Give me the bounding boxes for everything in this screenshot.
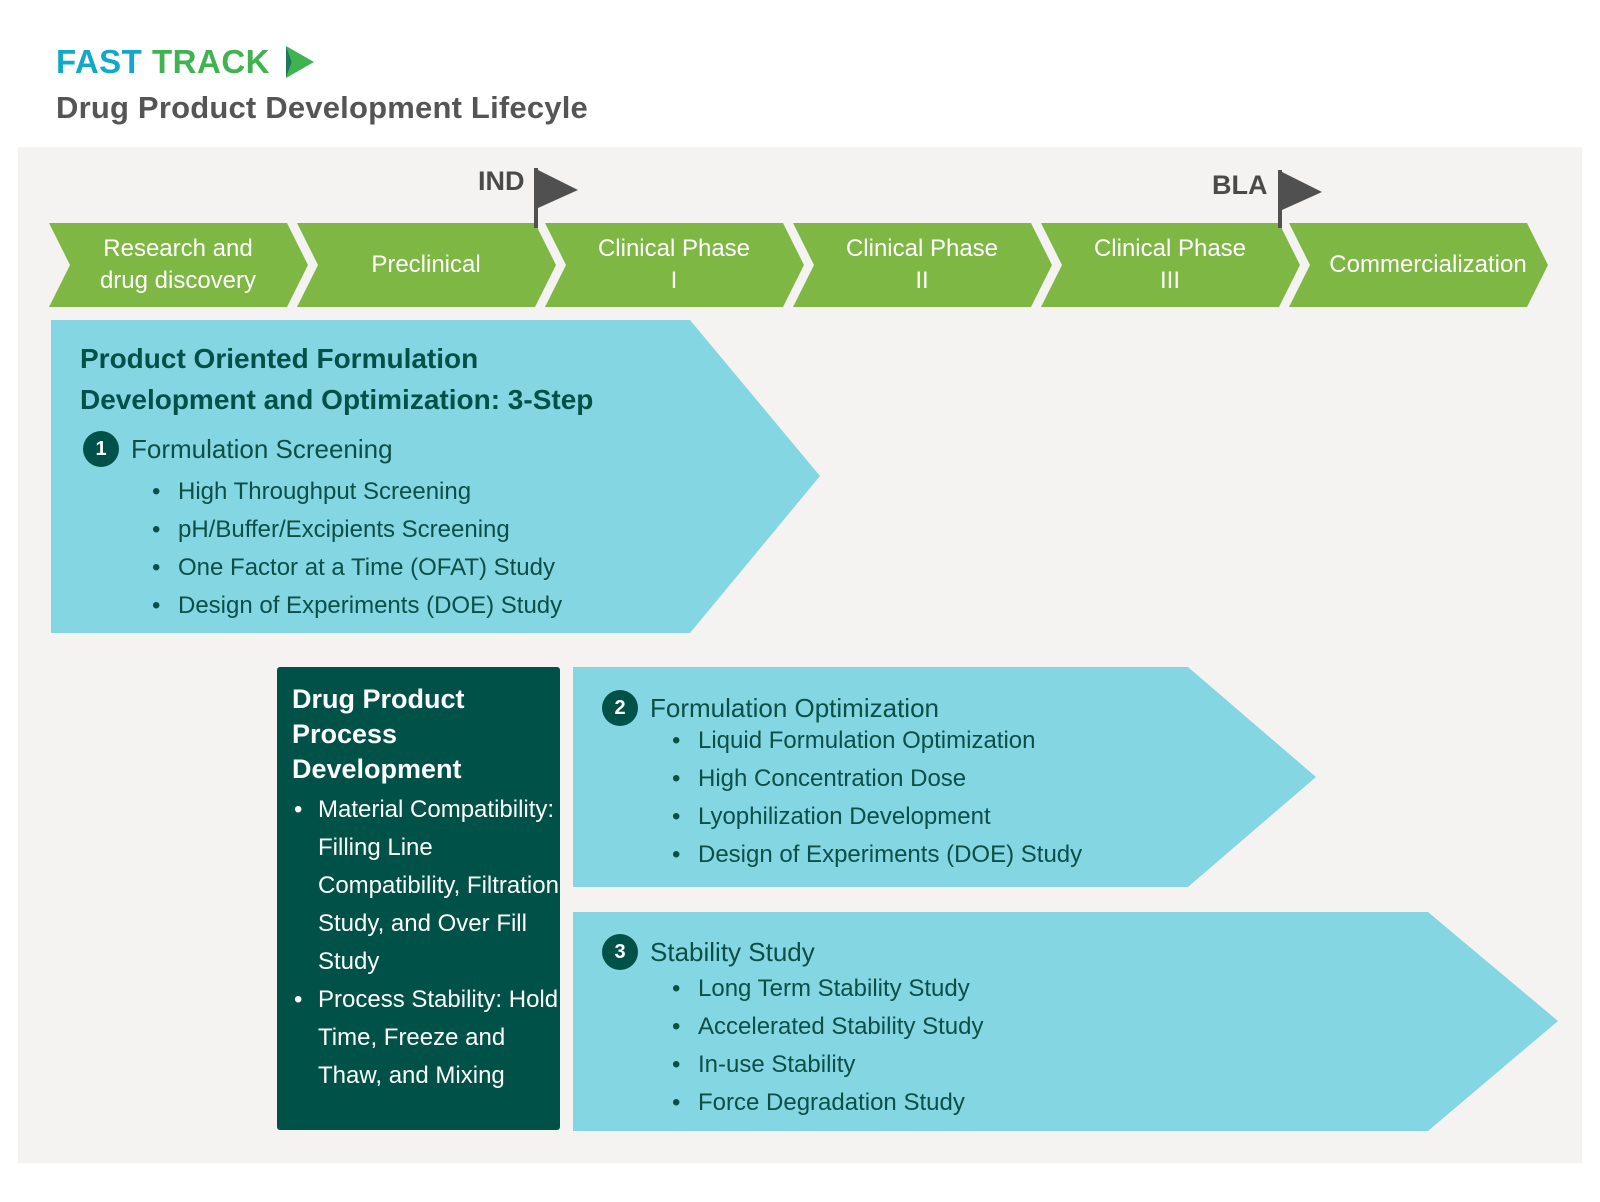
play-arrow-icon (286, 46, 314, 78)
list-item: High Concentration Dose (672, 760, 1082, 798)
phase-label-commercial: Commercialization (1329, 251, 1527, 278)
step-number-badge: 2 (602, 690, 638, 726)
brand-text-fast: FAST (56, 43, 153, 80)
phase-chevron-clinical-3 (1041, 223, 1300, 307)
step-3-heading: 3 Stability Study (602, 934, 815, 970)
step-2-heading: 2 Formulation Optimization (602, 690, 939, 726)
brand-logo: FAST TRACK (56, 42, 316, 82)
list-item: High Throughput Screening (152, 473, 562, 511)
page-subtitle: Drug Product Development Lifecyle (56, 90, 588, 125)
step-1-list: High Throughput Screening pH/Buffer/Exci… (152, 473, 562, 625)
phase-chevron-clinical-2 (793, 223, 1052, 307)
process-dev-title: Drug Product Process Development (292, 684, 465, 784)
phase-label-preclinical: Preclinical (371, 251, 481, 278)
step-2-list: Liquid Formulation Optimization High Con… (672, 722, 1082, 874)
list-item: Design of Experiments (DOE) Study (152, 587, 562, 625)
brand-text-track: TRACK (152, 43, 270, 80)
phase-chevron-research (49, 223, 308, 307)
milestone-bla-label: BLA (1212, 170, 1268, 200)
step-number-badge: 3 (602, 934, 638, 970)
list-item: Accelerated Stability Study (672, 1008, 983, 1046)
step-1-heading: 1 Formulation Screening (83, 431, 393, 467)
list-item: Design of Experiments (DOE) Study (672, 836, 1082, 874)
step-title: Stability Study (650, 936, 815, 967)
list-item: Lyophilization Development (672, 798, 1082, 836)
phase-chevron-preclinical (297, 223, 556, 307)
list-item: In-use Stability (672, 1046, 983, 1084)
phase-chevrons (49, 223, 1548, 307)
step-title: Formulation Optimization (650, 692, 939, 723)
list-item: Material Compatibility: Filling Line Com… (292, 791, 562, 981)
list-item: Process Stability: Hold Time, Freeze and… (292, 981, 562, 1095)
step-3-list: Long Term Stability Study Accelerated St… (672, 970, 983, 1122)
milestone-ind-label: IND (478, 166, 525, 196)
list-item: Liquid Formulation Optimization (672, 722, 1082, 760)
list-item: One Factor at a Time (OFAT) Study (152, 549, 562, 587)
flag-icon (1278, 170, 1322, 228)
list-item: Long Term Stability Study (672, 970, 983, 1008)
flag-icon (534, 168, 578, 228)
step-number-badge: 1 (83, 431, 119, 467)
brand-text: FAST TRACK (56, 43, 270, 81)
list-item: Force Degradation Study (672, 1084, 983, 1122)
process-dev-list: Material Compatibility: Filling Line Com… (292, 791, 562, 1095)
phase-chevron-clinical-1 (545, 223, 804, 307)
list-item: pH/Buffer/Excipients Screening (152, 511, 562, 549)
formulation-title: Product Oriented Formulation Development… (80, 343, 594, 415)
phase-chevron-commercial (1289, 223, 1548, 307)
step-title: Formulation Screening (131, 433, 393, 464)
